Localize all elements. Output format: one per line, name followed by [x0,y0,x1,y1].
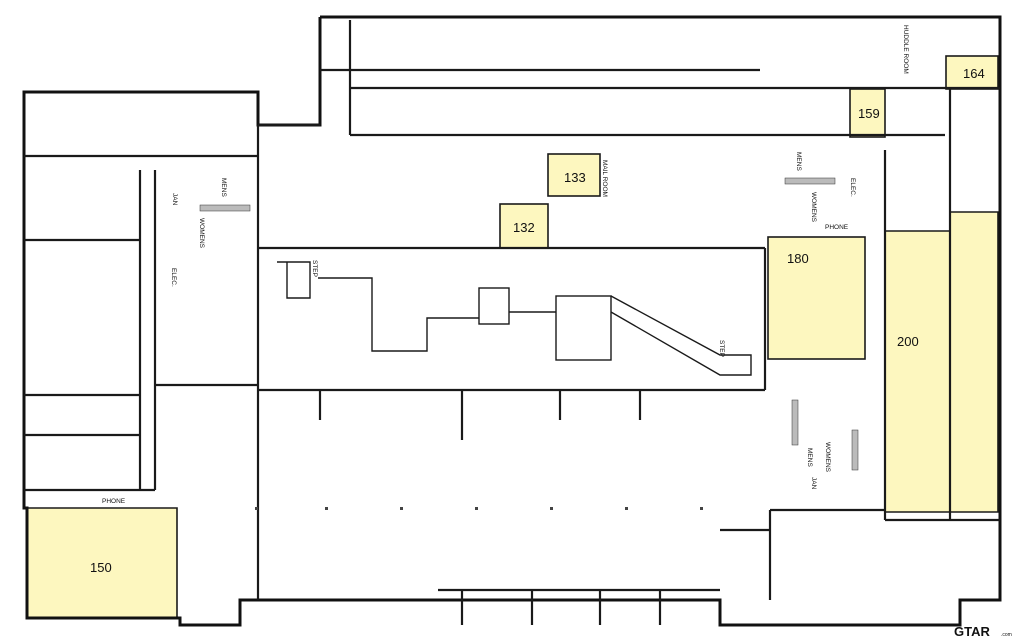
mens-top-right-label: MENS [795,152,802,171]
womens-bottom-right-label: WOMENS [824,442,831,473]
brand-domain: .com [1001,632,1012,638]
suite-159-label: 159 [858,106,880,121]
suite-133-area[interactable] [547,153,601,197]
structural-columns [255,507,703,510]
mens-bottom-right-label: MENS [806,448,813,467]
bottom-office-row [318,390,720,625]
suite-164-label: 164 [963,66,985,81]
suite-132-label: 132 [513,220,535,235]
suite-132-area[interactable] [499,203,549,249]
elec-left-label: ELEC. [170,268,177,287]
brand-logo: GTAR .com [954,624,1012,639]
brand-name: GTAR [954,624,990,639]
phone-right-label: PHONE [825,224,849,231]
elec-right-label: ELEC. [849,178,856,197]
huddle-room-label: HUDDLE ROOM [902,25,909,74]
suite-labels: 150 132 133 159 164 180 200 [90,66,985,575]
left-wing [24,125,260,600]
step-right-label: STEP [718,340,725,357]
mens-left-label: MENS [220,178,227,197]
suite-180-area[interactable] [767,236,866,360]
suite-133-label: 133 [564,170,586,185]
jan-bottom-right-label: JAN [810,477,817,490]
suite-200-area[interactable] [884,211,999,513]
step-left-label: STEP [311,260,318,277]
suite-180-label: 180 [787,251,809,266]
jan-left-label: JAN [171,193,178,206]
suite-200-label: 200 [897,334,919,349]
exterior-walls [22,15,1002,627]
womens-left-label: WOMENS [198,218,205,249]
room-labels: HUDDLE ROOM MAIL ROOM PHONE PHONE ELEC. … [102,25,909,505]
central-atrium [258,246,765,392]
suites [26,55,999,619]
restroom-fixtures [199,177,859,471]
suite-159-area[interactable] [849,88,886,138]
phone-left-label: PHONE [102,498,126,505]
womens-top-right-label: WOMENS [810,192,817,223]
mail-room-label: MAIL ROOM [601,160,608,197]
top-office-row [320,20,1000,137]
suite-150-label: 150 [90,560,112,575]
suite-164-area[interactable] [945,55,999,90]
right-wing [720,88,1000,600]
